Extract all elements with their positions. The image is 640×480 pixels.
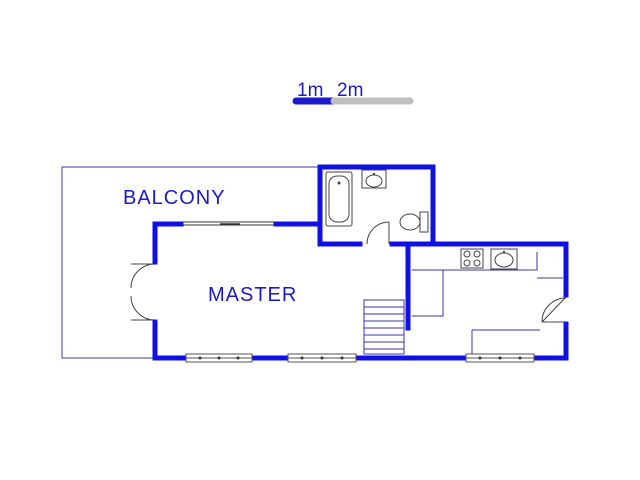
kitchen-counter [412,252,563,354]
stove [460,248,484,269]
master-west-wall-upper [152,221,184,265]
bathroom-west-wall-lower [317,221,363,247]
bathroom-walls [317,164,436,247]
staircase [363,299,405,355]
master-west-wall-lower [152,319,189,361]
window-1 [185,353,253,363]
bathroom-basin [361,169,387,189]
sliding-door [181,221,276,226]
toilet [399,211,429,233]
scale-label-1m: 1m [297,80,323,101]
bathtub [325,171,353,227]
scale-label-2m: 2m [337,80,363,101]
scale-bar: 1m 2m [292,80,414,105]
room-label-balcony: BALCONY [123,187,226,209]
window-2 [287,353,357,363]
kitchen-east-wall-lower [531,321,569,361]
kitchen-door [541,296,567,323]
balcony-outline [61,166,320,359]
walls [152,164,569,361]
kitchen-walls [430,241,569,298]
window-3 [465,353,535,363]
master-double-door [130,263,156,321]
kitchen-sink [490,248,518,270]
room-label-master: MASTER [208,284,297,306]
bathroom-door [366,221,390,245]
